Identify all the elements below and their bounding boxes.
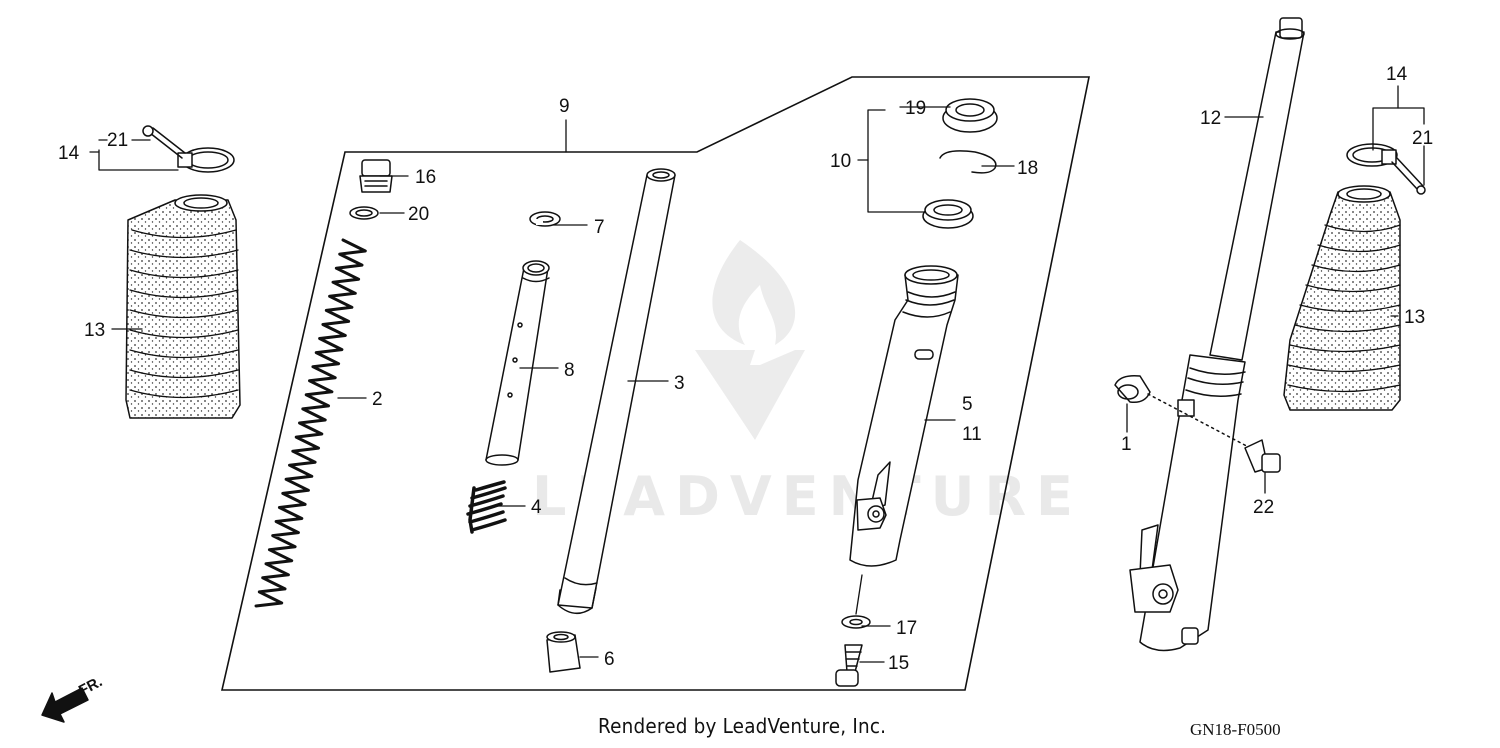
watermark-text: LEADVENTURE (532, 465, 1083, 528)
diagram-code: GN18-F0500 (1190, 720, 1281, 739)
callout-3: 3 (674, 373, 685, 394)
front-direction-arrow (41, 687, 89, 723)
right-clamp-screw (1391, 157, 1426, 195)
callout-18: 18 (1017, 158, 1038, 179)
callout-21-left: 21 (107, 130, 128, 151)
callout-8: 8 (564, 360, 575, 381)
right-boot-clamp (1346, 143, 1398, 167)
callout-2: 2 (372, 389, 383, 410)
callout-9: 9 (559, 96, 570, 117)
fork-pipe (557, 168, 676, 614)
o-ring (349, 206, 379, 220)
oil-seal-stopper-ring (939, 150, 997, 174)
left-dust-boot (125, 194, 241, 419)
callout-17: 17 (896, 618, 917, 639)
callout-13-right: 13 (1404, 307, 1425, 328)
callout-22: 22 (1253, 497, 1274, 518)
cable-holder (1114, 374, 1259, 453)
callout-10: 10 (830, 151, 851, 172)
callout-16: 16 (415, 167, 436, 188)
dust-seal (942, 98, 998, 133)
callout-14-right: 14 (1386, 64, 1408, 85)
callout-21-right: 21 (1412, 128, 1433, 149)
fork-spring (254, 238, 367, 608)
callout-13-left: 13 (84, 320, 105, 341)
callout-15: 15 (888, 653, 909, 674)
callout-12: 12 (1200, 108, 1221, 129)
rebound-spring (466, 480, 507, 534)
callout-20: 20 (408, 204, 429, 225)
left-boot-clamp (177, 147, 235, 173)
callout-11: 11 (962, 424, 982, 445)
watermark: LEADVENTURE (532, 240, 1083, 528)
fork-slider (849, 265, 959, 567)
callout-7: 7 (594, 217, 605, 238)
callout-5: 5 (962, 394, 973, 415)
socket-bolt (835, 644, 863, 687)
callout-19: 19 (905, 98, 926, 119)
piston-ring (529, 211, 561, 227)
callout-1: 1 (1121, 434, 1132, 455)
right-dust-boot (1283, 185, 1401, 411)
sealing-washer (841, 615, 871, 629)
callout-14-left: 14 (58, 143, 80, 164)
callout-4: 4 (531, 497, 542, 518)
assembly-boundary-outline (220, 76, 1090, 691)
oil-lock-piece (546, 631, 581, 673)
flange-bolt (1244, 439, 1281, 473)
footer-credit: Rendered by LeadVenture, Inc. (598, 714, 887, 738)
leader-lines (89, 85, 1425, 663)
left-clamp-screw (142, 125, 186, 159)
oil-seal (922, 199, 974, 229)
callout-6: 6 (604, 649, 615, 670)
assembled-fork (1129, 17, 1305, 652)
damper-piston (485, 260, 550, 466)
